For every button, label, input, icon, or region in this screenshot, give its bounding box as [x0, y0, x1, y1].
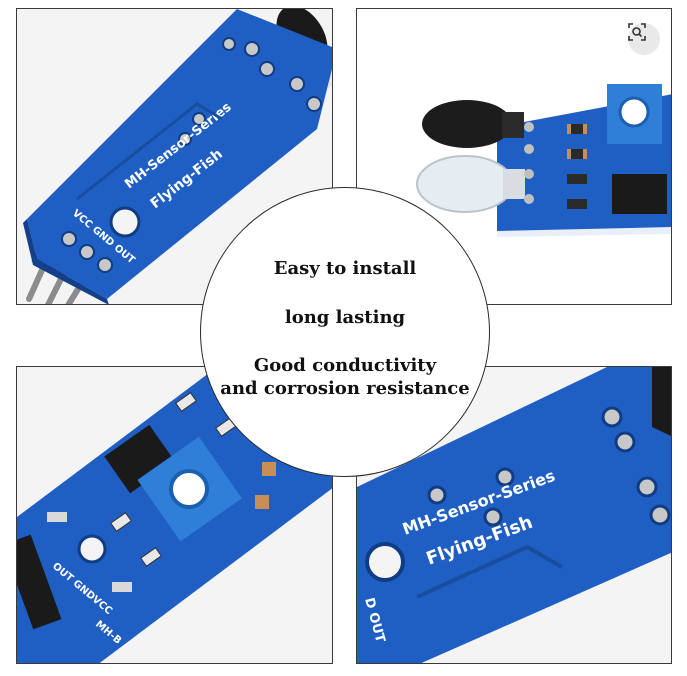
caption-long-lasting: long lasting — [284, 307, 406, 328]
photo-board-closeup: MH-Sensor-Series Flying-Fish D OUT — [356, 366, 672, 664]
zoom-icon — [628, 23, 646, 41]
caption-circle — [200, 187, 490, 477]
caption-conductivity: Good conductivity — [253, 355, 437, 376]
image-search-icon[interactable] — [628, 23, 660, 55]
caption-corrosion: and corrosion resistance — [220, 378, 470, 399]
photo-board-back: MH-Sensor-Series Flying-Fish VCC GND OUT — [16, 8, 333, 305]
caption-easy-install: Easy to install — [273, 258, 417, 279]
